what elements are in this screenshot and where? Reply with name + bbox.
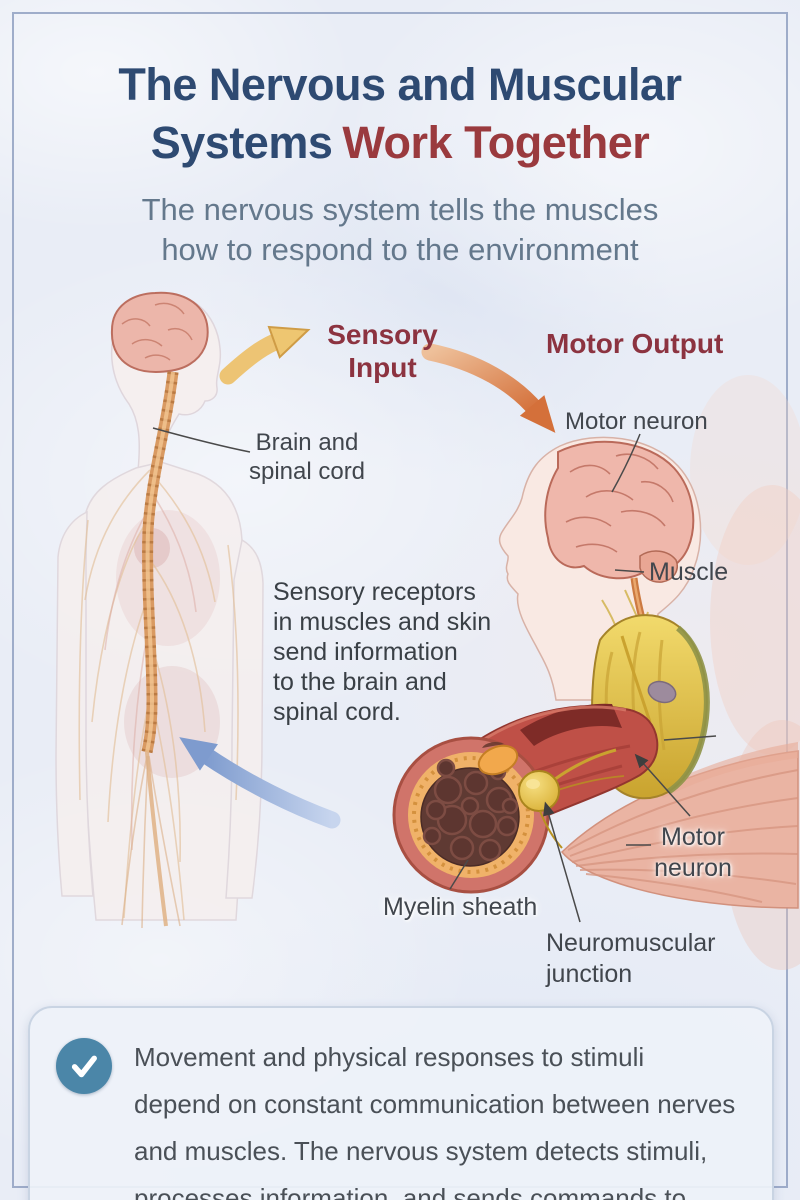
- brain-spinal-cord-label: Brain and spinal cord: [248, 429, 366, 485]
- page-subtitle: The nervous system tells the muscles how…: [141, 192, 659, 267]
- title-line2-primary: Systems: [150, 117, 333, 168]
- sensory-receptors-note: Sensory receptors in muscles and skin se…: [273, 578, 492, 726]
- sensory-input-arrow: [219, 325, 311, 385]
- summary-text: Movement and physical responses to stimu…: [134, 1042, 736, 1200]
- title-line2-accent: Work Together: [342, 117, 650, 168]
- body-with-nervous-system-illustration: [55, 291, 264, 929]
- motor-neuron-bottom-label: Motor neuron: [654, 823, 732, 882]
- muscle-label: Muscle: [649, 558, 729, 586]
- leader-lines: [152, 427, 717, 923]
- motor-output-arrow: [421, 343, 556, 433]
- motor-neuron-top-label: Motor neuron: [565, 408, 708, 435]
- myelin-sheath-label: Myelin sheath: [383, 893, 538, 921]
- checkmark-icon: [56, 1038, 112, 1094]
- neuromuscular-junction-label: Neuromuscular junction: [546, 929, 716, 988]
- title-line1: The Nervous and Muscular: [118, 59, 682, 110]
- motor-output-label: Motor Output: [546, 328, 724, 359]
- feedback-arrow: [179, 737, 341, 829]
- sensory-input-label: Sensory Input: [327, 319, 438, 383]
- muscle-cross-section-illustration: [392, 614, 799, 909]
- summary-callout: Movement and physical responses to stimu…: [28, 1006, 774, 1200]
